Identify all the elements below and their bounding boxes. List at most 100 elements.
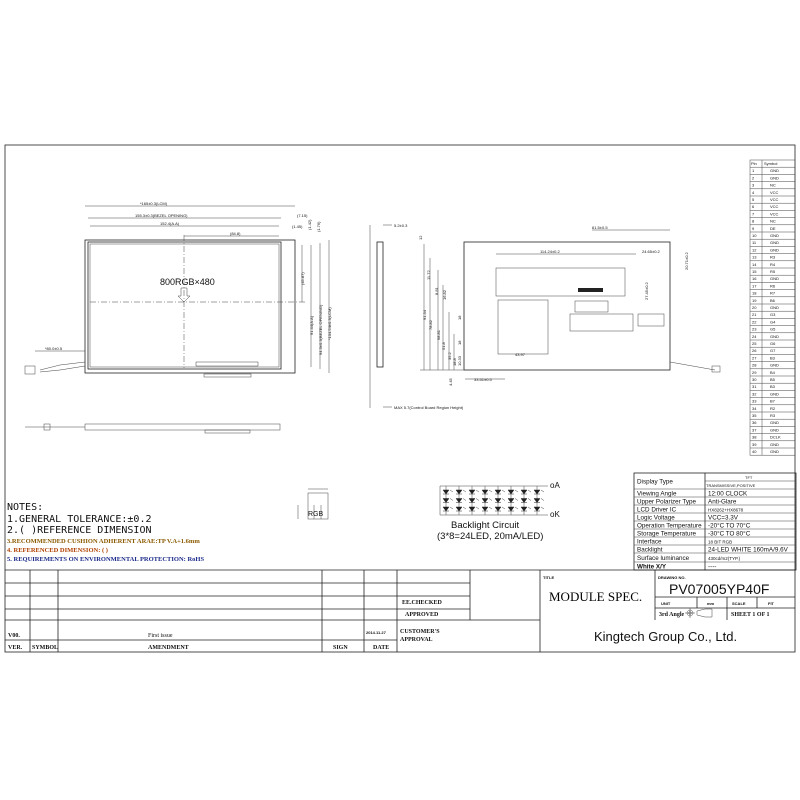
spec-label: White X/Y: [637, 564, 667, 571]
dim-text: 12: [418, 235, 423, 240]
pin-symbol: GND: [770, 391, 779, 396]
dim-text: *80.0±0.5: [45, 346, 63, 351]
pin-header: Pin: [751, 161, 757, 166]
led-icon: [455, 506, 463, 512]
company-name: Kingtech Group Co., Ltd.: [594, 629, 737, 644]
note-4: 4. REFERENCED DIMENSION: ( ): [7, 547, 108, 554]
pin-number: 23: [752, 327, 757, 332]
pin-number: 3: [752, 183, 755, 188]
spec-value: VCC=3.3V: [708, 515, 739, 522]
pin-number: 10: [752, 233, 757, 238]
led-cable: [39, 361, 86, 373]
pin-symbol: DCLK: [770, 435, 781, 440]
third-angle-projection-icon: [685, 608, 713, 618]
connector-icon: [24, 365, 36, 375]
unit-label: UNIT: [661, 601, 671, 606]
unit-value: mm: [707, 601, 715, 606]
notes-title: NOTES:: [7, 502, 43, 513]
cathode-label: oK: [550, 510, 560, 519]
title-value: MODULE SPEC.: [549, 589, 642, 604]
pin-number: 5: [752, 197, 755, 202]
dim-text: 8.81: [434, 286, 439, 295]
note-1: 1.GENERAL TOLERANCE:±0.2: [7, 514, 152, 525]
pin-symbol: B4: [770, 370, 776, 375]
pin-symbol: G6: [770, 341, 776, 346]
pin-number: 14: [752, 262, 757, 267]
customer-approval-label-2: APPROVAL: [400, 637, 433, 643]
back-outline: [463, 241, 671, 371]
led-icon: [468, 498, 476, 503]
spec-table: Display TypeTFTTRANSMISSIVE,POSITIVEView…: [633, 472, 797, 571]
pin-number: 16: [752, 276, 757, 281]
spec-label: Storage Temperature: [637, 531, 697, 538]
led-icon: [455, 489, 463, 495]
pin-symbol: VCC: [770, 204, 779, 209]
pin-symbol: B5: [770, 377, 776, 382]
pin-symbol: GND: [770, 276, 779, 281]
dim-text: 114.24±0.2: [540, 249, 560, 254]
pin-number: 1: [752, 168, 755, 173]
pin-number: 37: [752, 427, 757, 432]
pin-symbol: G7: [770, 348, 776, 353]
led-icon: [481, 506, 489, 512]
pin-symbol: R7: [770, 291, 776, 296]
pin-number: 7: [752, 211, 755, 216]
led-icon: [533, 498, 541, 503]
led-icon: [507, 498, 515, 503]
led-icon: [533, 506, 541, 512]
pin-symbol: VCC: [770, 190, 779, 195]
pin-number: 27: [752, 355, 757, 360]
pin-symbol: R5: [770, 269, 776, 274]
led-icon: [494, 498, 502, 503]
led-icon: [520, 498, 528, 503]
spec-value: ----: [708, 564, 716, 571]
spec-value: TRANSMISSIVE,POSITIVE: [706, 483, 756, 488]
col-sign: SIGN: [333, 645, 348, 651]
front-view: 800RGB×480 *165±0.3(LCM) 155.3±0.3(BEZEL…: [24, 201, 332, 434]
drawing-no-label: DRAWING NO.: [658, 575, 686, 580]
pin-symbol: B7: [770, 399, 776, 404]
rev-version: V00.: [8, 633, 20, 639]
col-date: DATE: [373, 645, 389, 651]
dim-text: (1.76): [316, 221, 321, 232]
pin-symbol: GND: [770, 168, 779, 173]
led-icon: [455, 498, 463, 503]
spec-value: Anti-Glare: [708, 499, 737, 506]
col-ver: VER.: [8, 645, 23, 651]
dim-text: 18.8: [452, 357, 457, 366]
pin-symbol: NC: [770, 219, 776, 224]
led-icon: [520, 489, 528, 495]
led-icon: [507, 506, 515, 512]
pin-number: 6: [752, 204, 755, 209]
title-block: V00. First issue 2014.11.27 VER. SYMBOL …: [5, 569, 795, 652]
pin-number: 29: [752, 370, 757, 375]
spec-label: Viewing Angle: [637, 491, 677, 498]
pin-number: 21: [752, 312, 757, 317]
dim-text: 91.34: [422, 309, 427, 320]
pin-symbol: B6: [770, 298, 776, 303]
dim-text: 16.82: [442, 289, 447, 300]
pin-symbol: R6: [770, 283, 776, 288]
rev-date: 2014.11.27: [366, 630, 387, 635]
pin-number: 39: [752, 442, 757, 447]
pin-number: 38: [752, 435, 757, 440]
col-symbol: SYMBOL: [32, 645, 58, 651]
connector-icon: [711, 365, 721, 373]
active-area: [89, 243, 280, 368]
pin-number: 34: [752, 406, 757, 411]
pin-symbol: R2: [770, 406, 776, 411]
pin-number: 28: [752, 363, 757, 368]
back-view: 61.5±0.5 114.24±0.2 24.65±0.2 20.71±0.2 …: [418, 225, 721, 386]
dim-text: 10.33: [457, 355, 462, 366]
rgb-label: RGB: [308, 511, 324, 518]
dim-text: 24.65±0.2: [642, 249, 661, 254]
pin-symbol: B3: [770, 384, 776, 389]
led-icon: [442, 498, 450, 503]
note-2: 2.( )REFERENCE DIMENSION: [7, 525, 152, 536]
col-amendment: AMENDMENT: [148, 645, 189, 651]
notes: NOTES: 1.GENERAL TOLERANCE:±0.2 2.( )REF…: [7, 502, 204, 563]
dim-text: (1.42): [307, 219, 312, 230]
pin-number: 20: [752, 305, 757, 310]
led-icon: [481, 498, 489, 503]
led-icon: [481, 489, 489, 495]
